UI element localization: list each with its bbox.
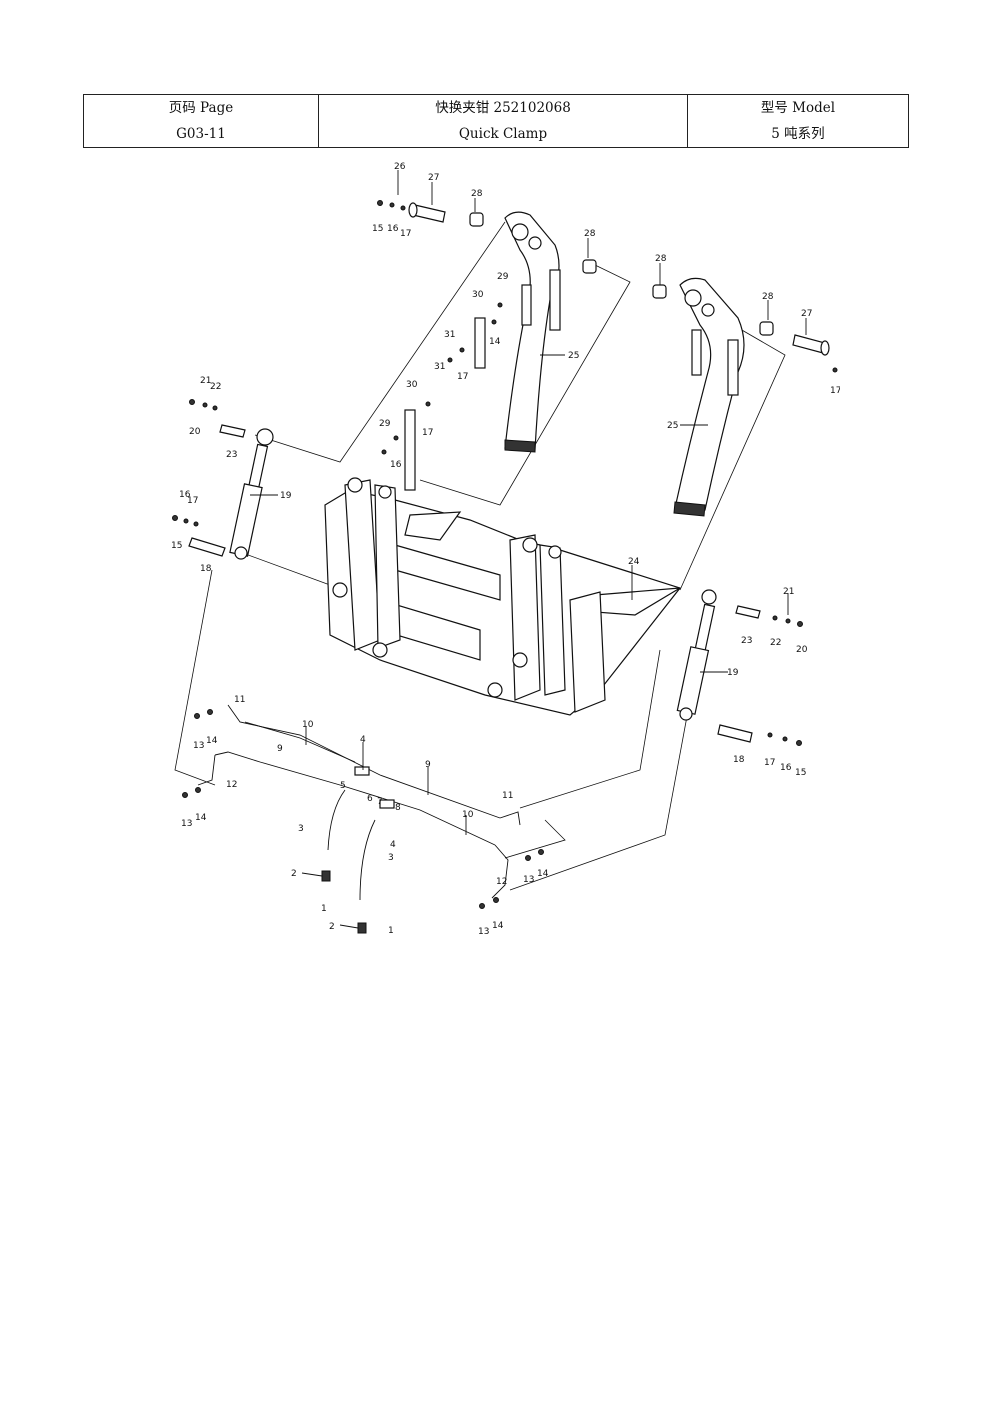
callout-25: 25 bbox=[667, 421, 678, 431]
callout-28: 28 bbox=[655, 254, 667, 264]
exploded-parts-diagram: 26 27 28 15 16 17 28 29 30 14 31 31 17 2… bbox=[171, 162, 840, 937]
callout-23: 23 bbox=[226, 450, 237, 460]
callout-2: 2 bbox=[329, 922, 335, 932]
callout-14: 14 bbox=[537, 869, 549, 879]
callout-30: 30 bbox=[472, 290, 484, 300]
callout-13: 13 bbox=[523, 875, 534, 885]
callout-14: 14 bbox=[492, 921, 504, 931]
callout-12: 12 bbox=[496, 877, 507, 887]
callout-12: 12 bbox=[226, 780, 237, 790]
callout-11: 11 bbox=[502, 791, 513, 801]
callout-16: 16 bbox=[390, 460, 402, 470]
page-cell: 页码 Page G03-11 bbox=[83, 94, 319, 148]
callout-26: 26 bbox=[394, 162, 406, 172]
callout-17: 17 bbox=[830, 386, 840, 396]
callout-31: 31 bbox=[444, 330, 455, 340]
callout-15: 15 bbox=[795, 768, 806, 778]
clamp-arm-right bbox=[673, 277, 745, 517]
callout-9: 9 bbox=[425, 760, 431, 770]
callout-1: 1 bbox=[321, 904, 327, 914]
callout-28: 28 bbox=[471, 189, 483, 199]
callout-17: 17 bbox=[400, 229, 411, 239]
callout-18: 18 bbox=[733, 755, 745, 765]
callout-19: 19 bbox=[727, 668, 739, 678]
callout-17: 17 bbox=[457, 372, 468, 382]
callout-17: 17 bbox=[187, 496, 198, 506]
callout-2: 2 bbox=[291, 869, 297, 879]
part-title: 快换夹钳 252102068 bbox=[435, 100, 571, 116]
callout-16: 16 bbox=[179, 490, 191, 500]
callout-10: 10 bbox=[462, 810, 474, 820]
cylinder-left bbox=[188, 424, 274, 560]
callout-3: 3 bbox=[298, 824, 304, 834]
callout-5: 5 bbox=[340, 781, 346, 791]
callout-4: 4 bbox=[360, 735, 366, 745]
main-frame bbox=[324, 477, 682, 716]
title-block: 页码 Page G03-11 快换夹钳 252102068 Quick Clam… bbox=[83, 94, 909, 148]
callout-19: 19 bbox=[280, 491, 292, 501]
callout-14: 14 bbox=[206, 736, 218, 746]
callout-30: 30 bbox=[406, 380, 418, 390]
fasteners bbox=[172, 200, 838, 909]
callout-6: 6 bbox=[367, 794, 373, 804]
callout-27: 27 bbox=[428, 173, 439, 183]
callout-28: 28 bbox=[762, 292, 774, 302]
clamp-arm-left bbox=[504, 211, 561, 453]
callout-labels: 26 27 28 15 16 17 28 29 30 14 31 31 17 2… bbox=[171, 162, 840, 937]
callout-11: 11 bbox=[234, 695, 245, 705]
callout-31: 31 bbox=[434, 362, 445, 372]
callout-13: 13 bbox=[181, 819, 192, 829]
callout-15: 15 bbox=[372, 224, 383, 234]
callout-16: 16 bbox=[387, 224, 399, 234]
model-cell: 型号 Model 5 吨系列 bbox=[687, 94, 909, 148]
callout-27: 27 bbox=[801, 309, 812, 319]
callout-7: 7 bbox=[377, 797, 383, 807]
callout-20: 20 bbox=[796, 645, 808, 655]
model-label: 型号 Model bbox=[760, 100, 836, 116]
callout-9: 9 bbox=[277, 744, 283, 754]
callout-20: 20 bbox=[189, 427, 201, 437]
callout-13: 13 bbox=[478, 927, 489, 937]
page-number: G03-11 bbox=[176, 126, 226, 142]
callout-24: 24 bbox=[628, 557, 640, 567]
callout-1: 1 bbox=[388, 926, 394, 936]
callout-14: 14 bbox=[195, 813, 207, 823]
callout-18: 18 bbox=[200, 564, 212, 574]
callout-3: 3 bbox=[388, 853, 394, 863]
upper-pins bbox=[404, 202, 830, 491]
callout-13: 13 bbox=[193, 741, 204, 751]
callout-21: 21 bbox=[200, 376, 211, 386]
part-name: Quick Clamp bbox=[458, 126, 548, 142]
page-label: 页码 Page bbox=[168, 100, 234, 116]
callout-8: 8 bbox=[395, 803, 401, 813]
model-value: 5 吨系列 bbox=[771, 126, 825, 142]
callout-21: 21 bbox=[783, 587, 794, 597]
callout-29: 29 bbox=[379, 419, 391, 429]
title-cell: 快换夹钳 252102068 Quick Clamp bbox=[318, 94, 688, 148]
callout-29: 29 bbox=[497, 272, 509, 282]
callout-22: 22 bbox=[210, 382, 221, 392]
callout-25: 25 bbox=[568, 351, 579, 361]
callout-4: 4 bbox=[390, 840, 396, 850]
cylinder-right bbox=[676, 589, 761, 743]
callout-23: 23 bbox=[741, 636, 752, 646]
callout-16: 16 bbox=[780, 763, 792, 773]
callout-14: 14 bbox=[489, 337, 501, 347]
callout-22: 22 bbox=[770, 638, 781, 648]
leader-lines bbox=[250, 170, 807, 929]
callout-17: 17 bbox=[422, 428, 433, 438]
callout-17: 17 bbox=[764, 758, 775, 768]
callout-10: 10 bbox=[302, 720, 314, 730]
callout-28: 28 bbox=[584, 229, 596, 239]
callout-15: 15 bbox=[171, 541, 182, 551]
